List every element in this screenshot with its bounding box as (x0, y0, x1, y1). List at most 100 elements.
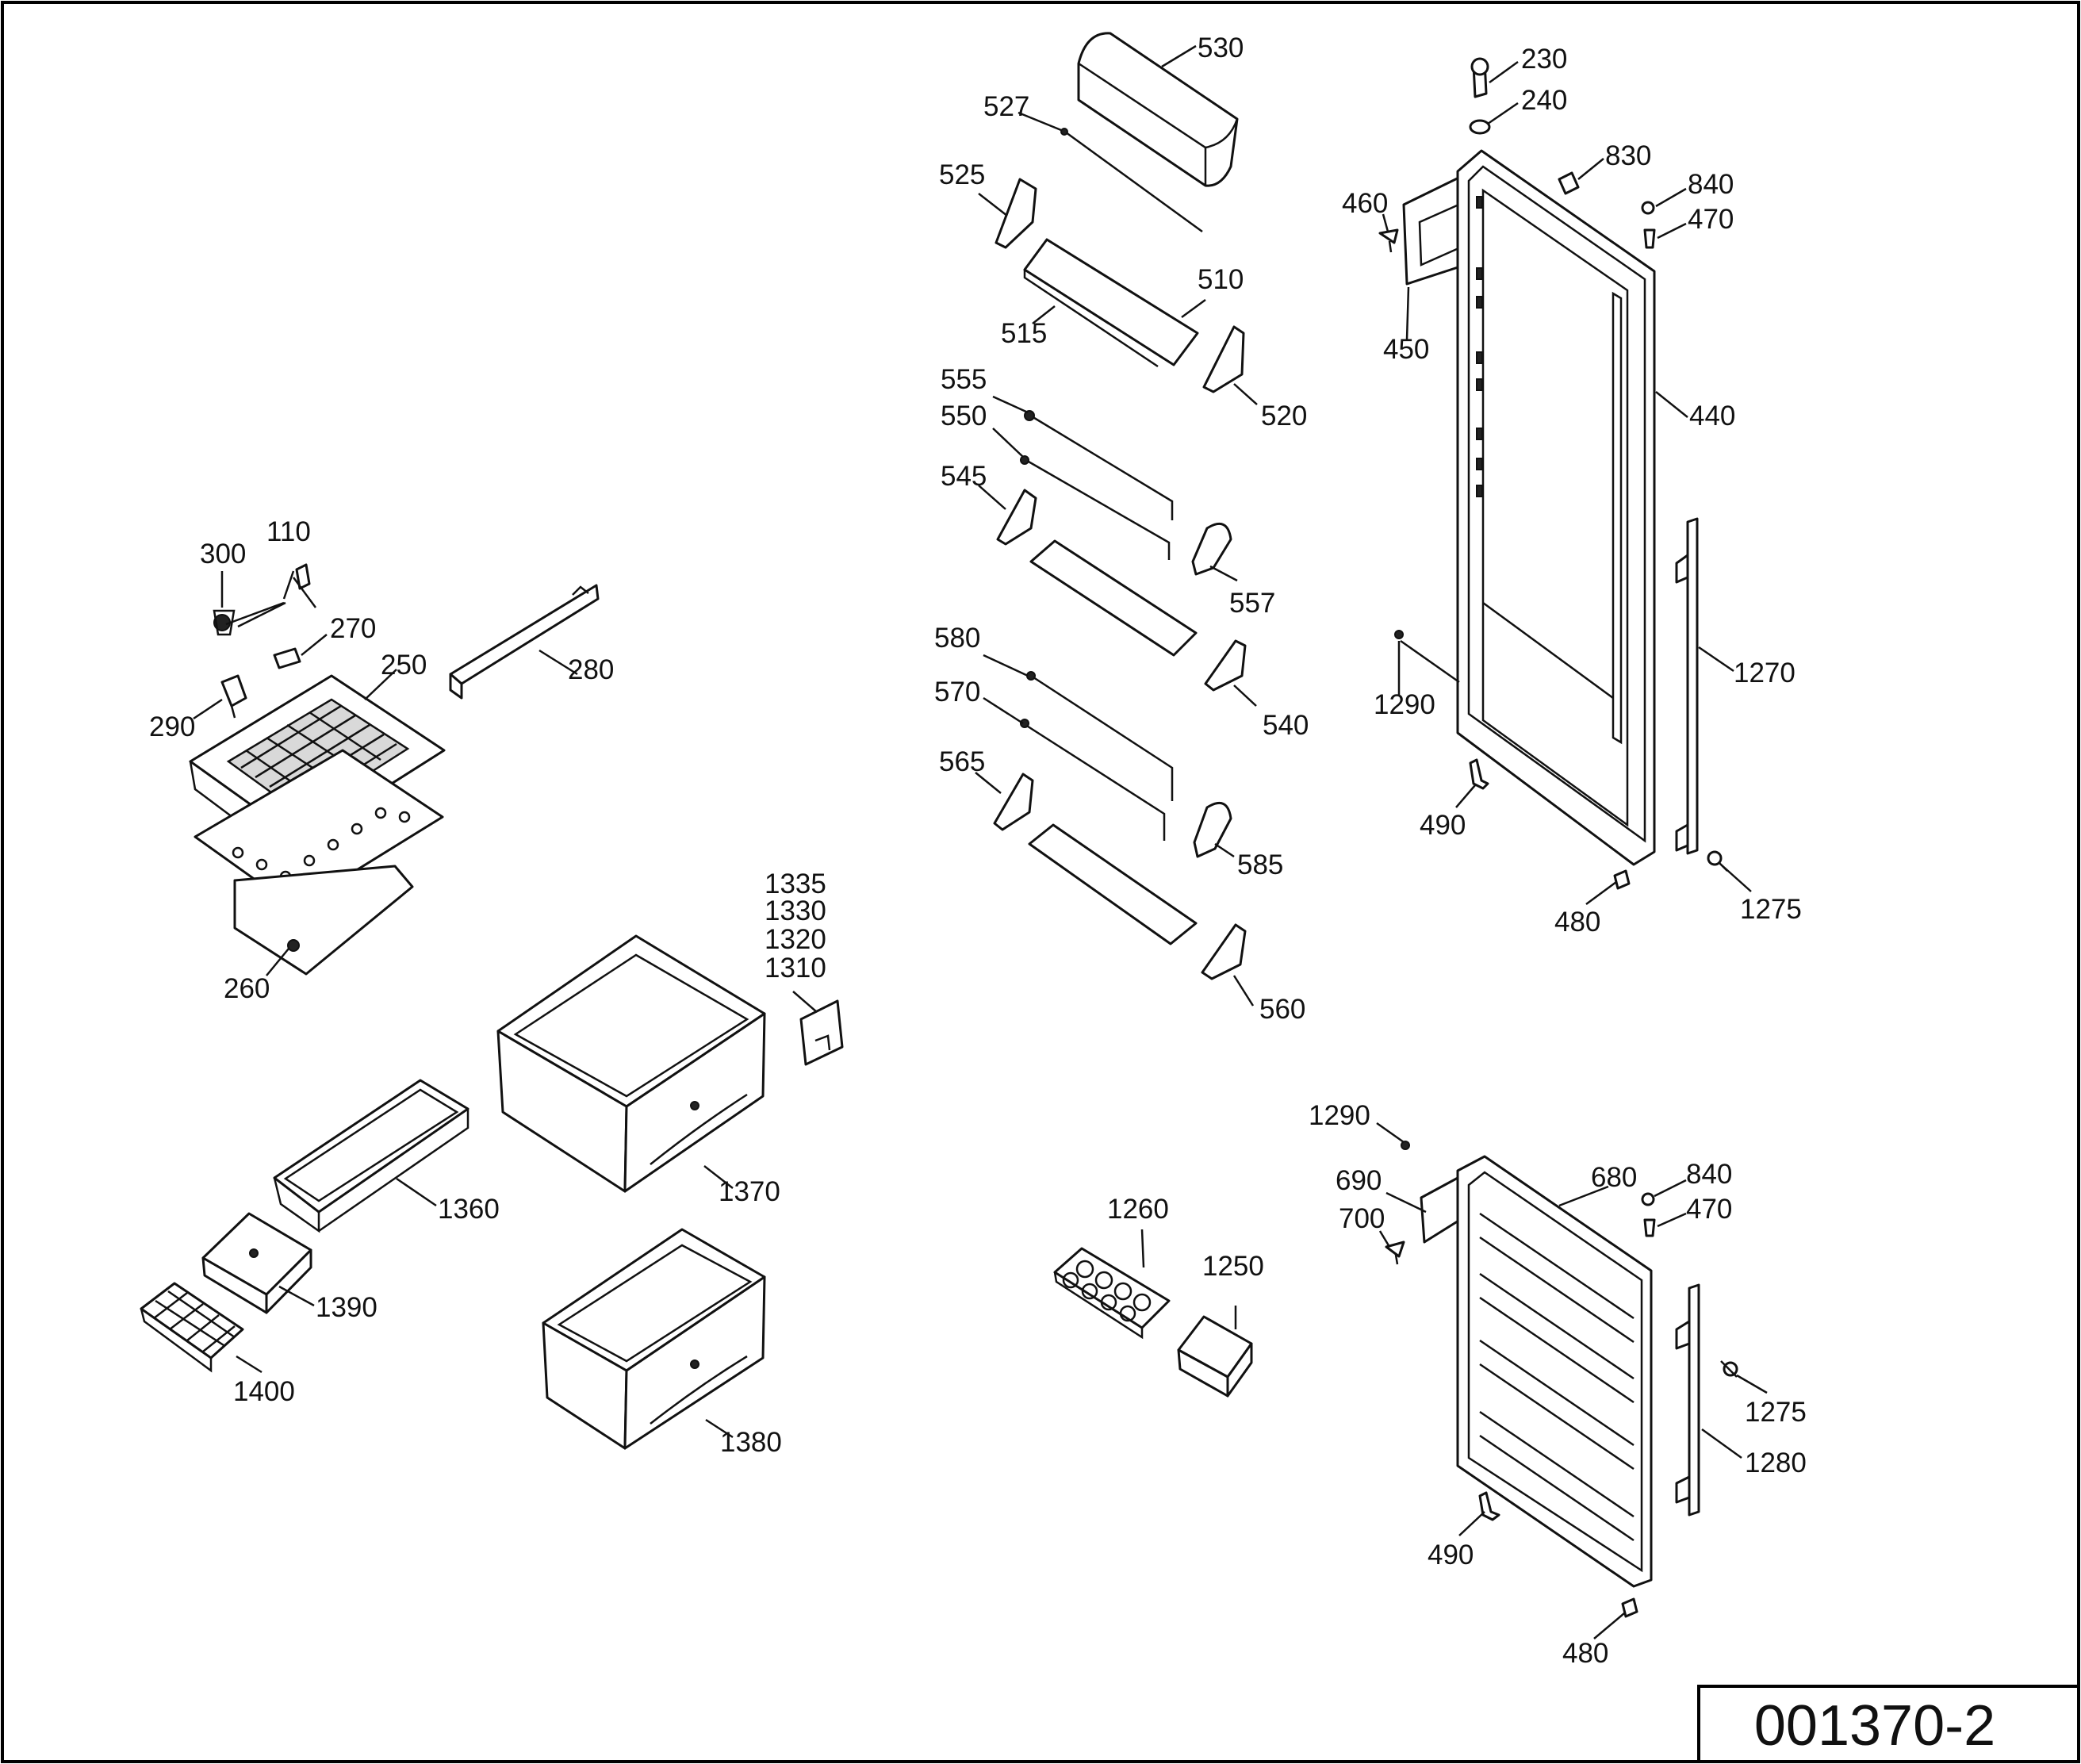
callout-1270: 1270 (1734, 658, 1795, 688)
part-110-thermostat-rod (237, 563, 311, 628)
callout-830: 830 (1605, 140, 1651, 171)
part-440-fridge-door (1456, 149, 1656, 866)
drawing-code-box: 001370-2 (1697, 1685, 2080, 1763)
callout-1260: 1260 (1107, 1194, 1169, 1225)
callout-490-top: 490 (1420, 810, 1466, 841)
part-1270-handle (1675, 517, 1699, 855)
callout-1310: 1310 (765, 953, 826, 984)
callout-530: 530 (1198, 33, 1244, 63)
part-520-bracket (1202, 325, 1245, 393)
callout-570: 570 (934, 677, 980, 708)
callout-270: 270 (330, 613, 376, 644)
part-1380-freezer-drawer (542, 1228, 766, 1450)
callout-680: 680 (1591, 1162, 1637, 1193)
part-700-hinge-screw (1385, 1241, 1405, 1265)
part-555-rail (1024, 410, 1174, 520)
callout-525: 525 (939, 159, 985, 190)
callout-1330: 1330 (765, 895, 826, 926)
part-690-hinge-cover (1420, 1175, 1464, 1244)
part-470-screw-bottom (1643, 1218, 1656, 1237)
part-480-bushing-top (1613, 869, 1631, 890)
callout-490-bottom: 490 (1428, 1540, 1474, 1570)
callout-260: 260 (224, 973, 270, 1004)
part-525-bracket (995, 178, 1037, 249)
part-530-dairy-cover (1077, 32, 1239, 187)
callout-480-top: 480 (1554, 907, 1600, 938)
callout-840-top: 840 (1688, 169, 1734, 200)
part-1260-egg-tray (1053, 1247, 1171, 1340)
part-1370-freezer-drawer (496, 934, 766, 1193)
part-290-clip (220, 674, 247, 719)
callout-690: 690 (1336, 1165, 1382, 1196)
callout-580: 580 (934, 623, 980, 654)
callout-515: 515 (1001, 318, 1047, 349)
part-1310-label-plate (799, 999, 844, 1066)
part-550-rail (1020, 455, 1171, 560)
part-490-bottom-hinge-top (1469, 758, 1489, 790)
part-470-screw-top (1643, 228, 1656, 249)
callout-470-bottom: 470 (1686, 1194, 1732, 1225)
part-1290-screw-top (1394, 630, 1404, 639)
callout-550: 550 (941, 401, 987, 431)
callout-1400: 1400 (233, 1376, 295, 1407)
part-560-bracket (1201, 923, 1247, 980)
part-1250-butter-dish (1177, 1315, 1253, 1398)
callout-1380: 1380 (720, 1427, 782, 1458)
callout-labels: 530 527 525 510 515 520 555 550 545 557 … (149, 33, 1807, 1669)
callout-565: 565 (939, 746, 985, 777)
part-510-shelf (1023, 238, 1199, 368)
callout-1250: 1250 (1202, 1251, 1264, 1282)
part-830-plug (1558, 171, 1580, 195)
part-1275-screw-bottom (1720, 1360, 1738, 1378)
callout-700: 700 (1339, 1203, 1385, 1234)
part-1290-screw-bottom (1401, 1141, 1410, 1150)
callout-480-bottom: 480 (1562, 1638, 1608, 1669)
part-557-clip (1191, 522, 1232, 576)
callout-1390: 1390 (316, 1292, 377, 1323)
part-shelf-lower (1028, 823, 1198, 945)
part-300-knob (213, 609, 236, 636)
part-460-hinge-screw (1378, 228, 1399, 253)
part-270-lamp (273, 647, 301, 669)
callout-1370: 1370 (719, 1176, 780, 1207)
callout-1290-bottom: 1290 (1309, 1100, 1370, 1131)
part-840-cap-bottom (1641, 1192, 1655, 1206)
callout-527: 527 (983, 91, 1029, 122)
callout-585: 585 (1237, 849, 1283, 880)
callout-440: 440 (1689, 401, 1735, 431)
part-680-freezer-door (1456, 1155, 1653, 1588)
callout-450: 450 (1383, 334, 1429, 365)
part-545-bracket (996, 489, 1037, 546)
callout-840-bottom: 840 (1686, 1159, 1732, 1190)
part-527-axle (1060, 128, 1203, 233)
part-1390-ice-box (201, 1212, 312, 1314)
part-280-rail (449, 584, 600, 700)
callout-555: 555 (941, 364, 987, 395)
callout-510: 510 (1198, 264, 1244, 295)
part-540-bracket (1204, 639, 1247, 692)
part-1280-handle (1675, 1283, 1700, 1517)
callout-1275-top: 1275 (1740, 894, 1802, 925)
callout-557: 557 (1229, 588, 1275, 619)
part-490-bottom-hinge-bottom (1478, 1491, 1500, 1521)
callout-1320: 1320 (765, 924, 826, 955)
callout-1335: 1335 (765, 869, 826, 899)
drawing-code: 001370-2 (1754, 1694, 1995, 1758)
part-585-clip (1193, 801, 1232, 858)
part-1400-ice-cube-tray (140, 1282, 244, 1373)
part-840-cap-top (1641, 201, 1655, 215)
callout-280: 280 (568, 654, 614, 685)
part-shelf-middle (1029, 539, 1198, 657)
part-480-bushing-bottom (1621, 1597, 1638, 1618)
part-1360-ice-tray (273, 1079, 469, 1233)
callout-470-top: 470 (1688, 204, 1734, 235)
part-570-rail (1020, 719, 1166, 841)
callout-230: 230 (1521, 44, 1567, 75)
callout-110: 110 (266, 516, 311, 547)
part-230-hinge-pin (1470, 57, 1489, 98)
callout-545: 545 (941, 461, 987, 492)
part-260-cover (233, 865, 414, 976)
callout-1275-bottom: 1275 (1745, 1397, 1807, 1428)
